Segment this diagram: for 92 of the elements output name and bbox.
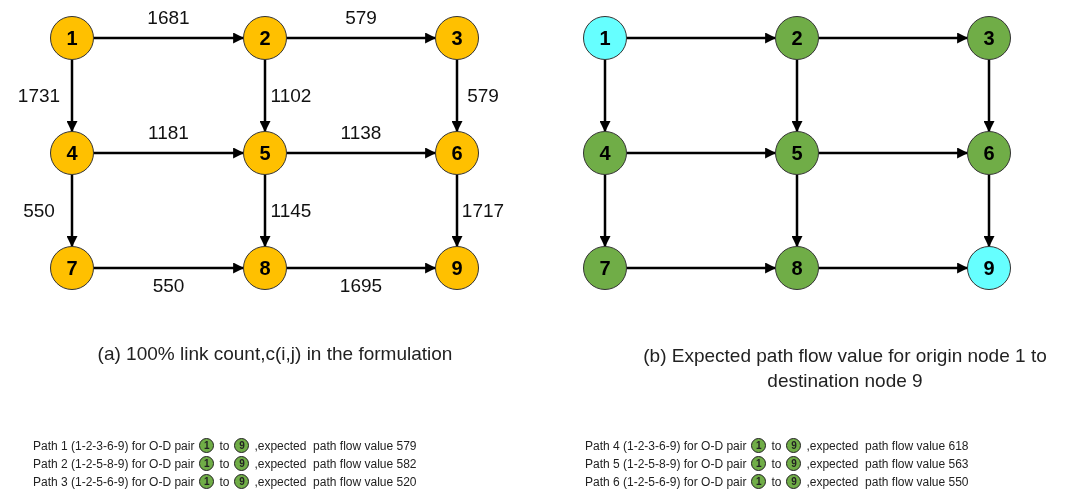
node-circle: [583, 131, 627, 175]
arrow: [66, 60, 78, 133]
node-number: 3: [983, 26, 995, 50]
node-circle: [435, 131, 479, 175]
arrow: [94, 147, 245, 159]
arrow: [819, 32, 969, 44]
node-number: 7: [66, 256, 78, 280]
node-circle: [435, 16, 479, 60]
arrow: [819, 147, 969, 159]
node-number: 1: [66, 26, 78, 50]
node-badge: 1: [199, 474, 215, 489]
node-circle: [583, 246, 627, 290]
path-text: to: [219, 438, 230, 453]
path-text: Path 4 (1-2-3-6-9) for O-D pair: [585, 438, 747, 453]
path-text: ,expected path flow value 579: [254, 438, 417, 453]
arrow: [627, 262, 777, 274]
arrow: [983, 60, 995, 133]
node-badge: 9: [786, 474, 802, 489]
arrow: [451, 175, 463, 248]
node-badge: 1: [751, 474, 767, 489]
node-circle: [775, 246, 819, 290]
path-text: to: [219, 456, 230, 471]
node-number: 6: [451, 141, 463, 165]
node-badge: 1: [751, 438, 767, 453]
arrow: [627, 147, 777, 159]
node-number: 4: [599, 141, 611, 165]
path-text: Path 6 (1-2-5-6-9) for O-D pair: [585, 474, 747, 489]
node-number: 5: [791, 141, 803, 165]
node-circle: [967, 246, 1011, 290]
arrow: [259, 60, 271, 133]
node-number: 7: [599, 256, 611, 280]
path-text: to: [771, 456, 782, 471]
node-circle: [243, 246, 287, 290]
node-circle: [775, 131, 819, 175]
caption: (a) 100% link count,c(i,j) in the formulation: [96, 342, 454, 366]
node-circle: [775, 16, 819, 60]
node-number: 9: [451, 256, 463, 280]
arrow: [599, 175, 611, 248]
node-circle: [50, 16, 94, 60]
node-badge: 9: [234, 474, 250, 489]
node-number: 3: [451, 26, 463, 50]
node-number: 6: [983, 141, 995, 165]
path-text: ,expected path flow value 618: [806, 438, 969, 453]
node-circle: [967, 16, 1011, 60]
path-text: ,expected path flow value 563: [806, 456, 969, 471]
path-text: to: [771, 474, 782, 489]
node-circle: [583, 16, 627, 60]
node-badge: 9: [786, 456, 802, 471]
arrow: [599, 60, 611, 133]
arrow: [94, 262, 245, 274]
node-circle: [243, 131, 287, 175]
node-badge: 9: [786, 438, 802, 453]
node-number: 4: [66, 141, 78, 165]
node-badge: 1: [199, 438, 215, 453]
node-circle: [243, 16, 287, 60]
arrow: [259, 175, 271, 248]
caption: (b) Expected path flow value for origin node 1 to destination node 9: [642, 344, 1048, 393]
node-number: 2: [791, 26, 803, 50]
arrow: [66, 175, 78, 248]
node-badge: 9: [234, 438, 250, 453]
node-number: 1: [599, 26, 611, 50]
path-text: Path 1 (1-2-3-6-9) for O-D pair: [33, 438, 195, 453]
node-badge: 1: [751, 456, 767, 471]
path-text: to: [219, 474, 230, 489]
node-number: 8: [791, 256, 803, 280]
arrow: [791, 60, 803, 133]
node-circle: [50, 246, 94, 290]
arrow: [287, 262, 437, 274]
node-circle: [50, 131, 94, 175]
arrow: [287, 32, 437, 44]
arrow: [983, 175, 995, 248]
path-text: Path 3 (1-2-5-6-9) for O-D pair: [33, 474, 195, 489]
node-number: 8: [259, 256, 271, 280]
arrow: [819, 262, 969, 274]
path-text: ,expected path flow value 582: [254, 456, 417, 471]
node-circle: [435, 246, 479, 290]
arrow: [791, 175, 803, 248]
path-text: Path 5 (1-2-5-8-9) for O-D pair: [585, 456, 747, 471]
path-text: ,expected path flow value 520: [254, 474, 417, 489]
path-text: to: [771, 438, 782, 453]
path-text: ,expected path flow value 550: [806, 474, 969, 489]
arrow: [287, 147, 437, 159]
node-number: 9: [983, 256, 995, 280]
path-text: Path 2 (1-2-5-8-9) for O-D pair: [33, 456, 195, 471]
node-badge: 1: [199, 456, 215, 471]
arrow: [94, 32, 245, 44]
node-badge: 9: [234, 456, 250, 471]
node-number: 5: [259, 141, 271, 165]
arrow: [451, 60, 463, 133]
arrow: [627, 32, 777, 44]
node-circle: [967, 131, 1011, 175]
node-number: 2: [259, 26, 271, 50]
